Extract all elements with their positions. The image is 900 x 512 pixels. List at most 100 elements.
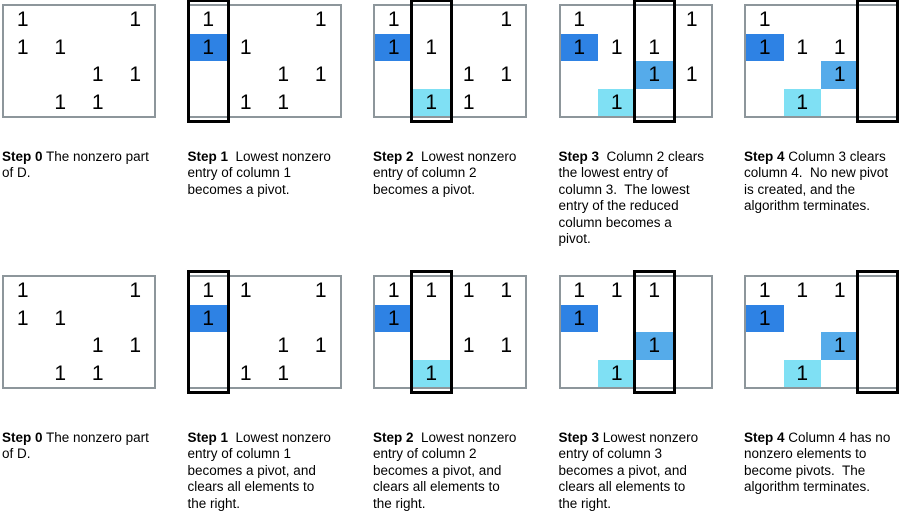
- matrix-empty-cell: [79, 6, 117, 34]
- matrix-empty-cell: [859, 34, 897, 62]
- matrix-empty-cell: [859, 332, 897, 360]
- step-label: Step 3: [558, 430, 600, 445]
- matrix-entry: 1: [648, 35, 661, 59]
- matrix-empty-cell: [859, 277, 897, 305]
- matrix-empty-cell: [117, 89, 155, 117]
- matrix-empty-cell: [636, 6, 674, 34]
- matrix-entry: 1: [573, 279, 586, 303]
- matrix-empty-cell: [413, 61, 451, 89]
- matrix-entry: 1: [425, 35, 438, 59]
- matrix-empty-cell: [673, 305, 711, 333]
- matrix-entry: 1: [239, 35, 252, 59]
- matrix-entry: 1: [387, 279, 400, 303]
- matrix-empty-cell: [4, 332, 42, 360]
- matrix-empty-cell: [79, 305, 117, 333]
- matrix-empty-cell: [598, 61, 636, 89]
- pivot-highlight-pivot-light: [412, 359, 450, 387]
- matrix-entry: 1: [648, 63, 661, 87]
- matrix-entry: 1: [758, 8, 771, 32]
- matrix-empty-cell: [375, 61, 413, 89]
- matrix-empty-cell: [375, 332, 413, 360]
- matrix-entry: 1: [129, 63, 142, 87]
- matrix-empty-cell: [821, 360, 859, 388]
- step-caption: Step 2 Lowest nonzero entry of column 2 …: [373, 430, 553, 512]
- matrix-entry: 1: [758, 35, 771, 59]
- matrix-entry: 1: [425, 361, 438, 385]
- matrix-empty-cell: [117, 360, 155, 388]
- step-caption: Step 2 Lowest nonzero entry of column 2 …: [373, 149, 553, 198]
- pivot-highlight-pivot-medium: [821, 332, 859, 360]
- matrix-empty-cell: [598, 6, 636, 34]
- matrix-entry: 1: [91, 361, 104, 385]
- matrix-empty-cell: [859, 61, 897, 89]
- matrix-empty-cell: [413, 332, 451, 360]
- matrix-entry: 1: [54, 361, 67, 385]
- matrix-entry: 1: [277, 361, 290, 385]
- matrix-entry: 1: [833, 334, 846, 358]
- matrix-entry: 1: [573, 306, 586, 330]
- matrix-entry: 1: [758, 306, 771, 330]
- matrix-entry: 1: [91, 63, 104, 87]
- matrix-empty-cell: [598, 305, 636, 333]
- pivot-highlight-pivot-dark: [560, 33, 598, 61]
- matrix-empty-cell: [450, 360, 488, 388]
- matrix-empty-cell: [784, 61, 822, 89]
- matrix-empty-cell: [488, 305, 526, 333]
- matrix-entry: 1: [239, 279, 252, 303]
- matrix-empty-cell: [302, 360, 340, 388]
- matrix-empty-cell: [190, 360, 228, 388]
- matrix-entry: 1: [387, 306, 400, 330]
- matrix-entry: 1: [277, 63, 290, 87]
- matrix-empty-cell: [227, 332, 265, 360]
- matrix-entry: 1: [500, 63, 513, 87]
- matrix-entry: 1: [314, 279, 327, 303]
- matrix-empty-cell: [561, 61, 599, 89]
- matrix-empty-cell: [4, 360, 42, 388]
- pivot-highlight-pivot-dark: [189, 304, 227, 332]
- matrix-entry: 1: [833, 63, 846, 87]
- pivot-highlight-pivot-dark: [375, 304, 413, 332]
- pivot-highlight-pivot-medium: [635, 332, 673, 360]
- matrix-entry: 1: [277, 90, 290, 114]
- matrix-entry: 1: [129, 8, 142, 32]
- matrix-entry: 1: [91, 90, 104, 114]
- matrix-entry: 1: [387, 35, 400, 59]
- matrix-entry: 1: [202, 8, 215, 32]
- matrix-entry: 1: [202, 279, 215, 303]
- matrix-empty-cell: [746, 89, 784, 117]
- matrix-entry: 1: [573, 35, 586, 59]
- step-label: Step 0: [2, 430, 43, 445]
- matrix-empty-cell: [265, 305, 303, 333]
- matrix-entry: 1: [54, 90, 67, 114]
- matrix-entry: 1: [610, 361, 623, 385]
- step-caption: Step 0 The nonzero part of D.: [2, 149, 182, 182]
- matrix-entry: 1: [500, 334, 513, 358]
- step-caption: Step 1 Lowest nonzero entry of column 1 …: [188, 149, 368, 198]
- step-description: Lowest nonzero entry of column 2 becomes…: [373, 149, 517, 197]
- matrix-entry: 1: [239, 361, 252, 385]
- pivot-highlight-pivot-dark: [746, 33, 784, 61]
- matrix-empty-cell: [227, 305, 265, 333]
- matrix-empty-cell: [265, 6, 303, 34]
- matrix-entry: 1: [16, 279, 29, 303]
- step-caption: Step 3 Lowest nonzero entry of column 3 …: [559, 430, 739, 512]
- matrix-empty-cell: [375, 89, 413, 117]
- matrix-empty-cell: [859, 305, 897, 333]
- matrix-empty-cell: [413, 6, 451, 34]
- matrix-empty-cell: [265, 34, 303, 62]
- step-description: Column 2 clears the lowest entry of colu…: [558, 149, 705, 247]
- matrix-empty-cell: [79, 277, 117, 305]
- step-label: Step 3: [558, 149, 600, 164]
- matrix-entry: 1: [758, 279, 771, 303]
- matrix-empty-cell: [859, 6, 897, 34]
- pivot-highlight-pivot-dark: [189, 33, 227, 61]
- pivot-highlight-pivot-medium: [635, 61, 673, 89]
